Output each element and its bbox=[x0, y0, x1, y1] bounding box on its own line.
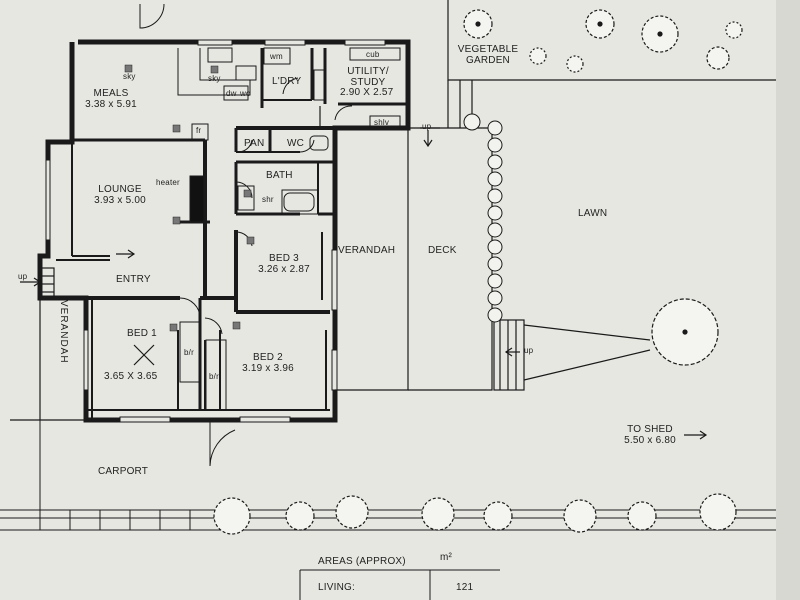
label-verandah-west: VERANDAH bbox=[58, 300, 69, 364]
room-name: UTILITY/ bbox=[347, 66, 389, 77]
room-pantry: PAN bbox=[244, 138, 265, 149]
fixture-dishwasher: dw bbox=[226, 89, 237, 98]
room-bed1: BED 1 bbox=[127, 328, 157, 339]
label-vegetable-garden: VEGETABLE GARDEN bbox=[458, 44, 519, 66]
fixture-shelves: shlv bbox=[374, 118, 390, 127]
fixture-cupboard: cub bbox=[366, 50, 380, 59]
room-name: LOUNGE bbox=[98, 184, 142, 195]
room-name: BED 1 bbox=[127, 328, 157, 339]
room-dimensions: 3.38 x 5.91 bbox=[85, 99, 137, 110]
label-garden: GARDEN bbox=[466, 55, 510, 66]
ceiling-markers bbox=[124, 64, 255, 332]
label-up-deck: up bbox=[422, 122, 432, 131]
label-vegetable: VEGETABLE bbox=[457, 44, 519, 55]
room-name: BED 2 bbox=[253, 352, 283, 363]
fixture-sky-meals: sky bbox=[123, 72, 136, 81]
paper-margin bbox=[776, 0, 800, 600]
room-bath: BATH bbox=[266, 170, 293, 181]
fixture-built-in-robe-bed2: b/r bbox=[209, 372, 219, 381]
room-utility-study: UTILITY/ STUDY bbox=[347, 66, 389, 88]
room-laundry: L'DRY bbox=[272, 76, 302, 87]
room-bed2: BED 2 3.19 x 3.96 bbox=[242, 352, 294, 374]
fixture-shower: shr bbox=[262, 195, 274, 204]
door-swings bbox=[139, 3, 353, 467]
room-name: MEALS bbox=[93, 88, 129, 99]
label-to-shed-text: TO SHED bbox=[627, 424, 673, 435]
room-utility-dimensions: 2.90 x 2.57 bbox=[340, 87, 394, 98]
label-up-lawn: up bbox=[524, 346, 534, 355]
areas-table-lines bbox=[299, 569, 500, 600]
windows bbox=[45, 39, 386, 423]
label-verandah-east: VERANDAH bbox=[338, 245, 396, 256]
label-to-shed: TO SHED 5.50 x 6.80 bbox=[624, 424, 676, 446]
fixture-built-in-robe-bed1: b/r bbox=[184, 348, 194, 357]
hedge-shrubs bbox=[463, 113, 503, 323]
room-dimensions: 3.93 x 5.00 bbox=[94, 195, 146, 206]
fixture-fridge: fr bbox=[196, 126, 202, 135]
room-lounge: LOUNGE 3.93 x 5.00 bbox=[94, 184, 146, 206]
label-up-entry: up bbox=[18, 272, 28, 281]
label-lawn: LAWN bbox=[578, 208, 608, 219]
room-dimensions: 3.26 x 2.87 bbox=[258, 264, 310, 275]
room-bed1-dimensions: 3.65 x 3.65 bbox=[104, 371, 158, 382]
garden-trees bbox=[463, 9, 743, 366]
areas-unit: m² bbox=[440, 552, 453, 563]
fence-trees bbox=[213, 493, 737, 535]
room-wc: WC bbox=[287, 138, 305, 149]
label-deck: DECK bbox=[428, 245, 457, 256]
label-carport: CARPORT bbox=[98, 466, 149, 477]
room-meals: MEALS 3.38 x 5.91 bbox=[85, 88, 137, 110]
fixture-sky-kitchen: sky bbox=[208, 74, 221, 83]
room-name-secondary: STUDY bbox=[350, 77, 386, 88]
fixture-heater: heater bbox=[156, 178, 180, 187]
room-name: BED 3 bbox=[269, 253, 299, 264]
areas-row-label: LIVING: bbox=[318, 582, 355, 593]
fixture-wall-oven: wo bbox=[240, 89, 251, 98]
areas-row-value: 121 bbox=[456, 582, 474, 593]
bed1-ceiling-fan bbox=[133, 344, 155, 366]
room-bed3: BED 3 3.26 x 2.87 bbox=[258, 253, 310, 275]
label-shed-dimensions: 5.50 x 6.80 bbox=[624, 435, 676, 446]
areas-title: AREAS (approx) bbox=[318, 556, 406, 567]
fixture-washing-machine: wm bbox=[270, 52, 283, 61]
kitchen-fittings bbox=[177, 47, 401, 411]
room-dimensions: 3.19 x 3.96 bbox=[242, 363, 294, 374]
room-entry: ENTRY bbox=[116, 274, 151, 285]
